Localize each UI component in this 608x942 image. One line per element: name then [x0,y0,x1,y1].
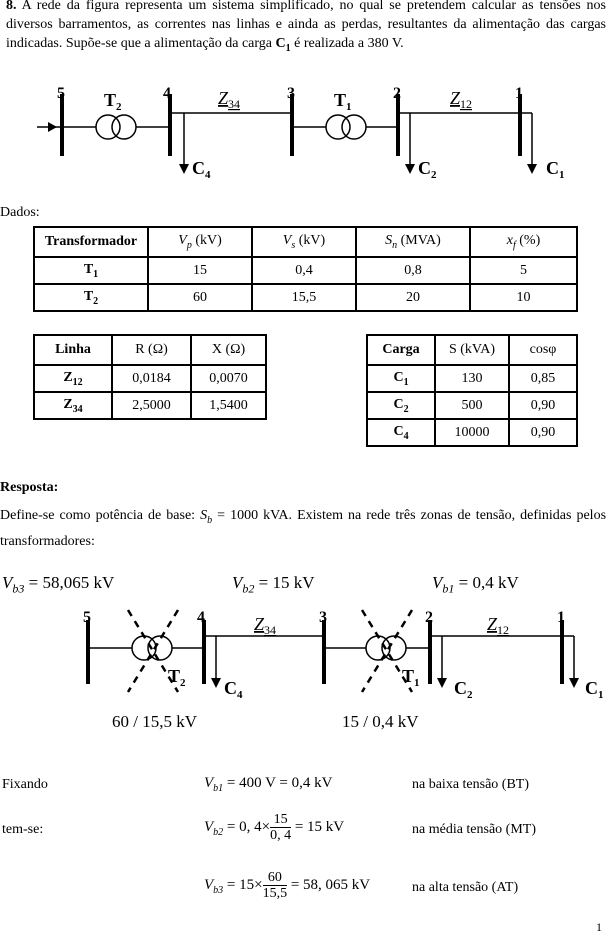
answer-title: Resposta: [0,480,59,495]
c2-label-2: C2 [454,678,473,701]
page-number: 1 [596,920,602,934]
bus-4-label-2: 4 [197,609,205,626]
network-diagram: 5 4 3 2 1 T2 T1 Z34 Z12 C4 C2 C1 [37,85,565,181]
table-row: C4 10000 0,90 [366,418,578,447]
t2-label-2: T2 [168,666,186,689]
bus-1-label-2: 1 [557,609,565,626]
table-row: Z12 0,0184 0,0070 [33,364,267,393]
problem-text-end: é realizada a 380 V. [290,36,404,51]
bus-5-label-2: 5 [83,609,91,626]
t1-label-2: T1 [402,666,420,689]
bt-note: na baixa tensão (BT) [412,777,530,792]
ratio-t1: 15 / 0,4 kV [342,712,419,731]
c4-label: C4 [192,158,211,181]
table-row: C2 500 0,90 [366,391,578,420]
bus-5-label: 5 [57,85,65,102]
zone-vb1: Vb1 = 0,4 kV [432,573,519,596]
transformer-table: Transformador Vp (kV) Vs (kV) Sn (MVA) x… [33,226,578,312]
ratio-t2: 60 / 15,5 kV [112,712,197,731]
bus-1-label: 1 [515,85,523,102]
col-sn: Sn (MVA) [355,226,471,258]
bus-2-label-2: 2 [425,609,433,626]
temse-label: tem-se: [2,822,44,837]
z34-label: Z34 [218,88,240,111]
z12-label: Z12 [450,88,472,111]
c4-label-2: C4 [224,678,243,701]
load-c1-label: C1 [275,36,291,54]
table-row: Z34 2,5000 1,5400 [33,391,267,420]
answer-text: Define-se como potência de base: Sb = 10… [0,508,607,549]
c1-label-2: C1 [585,678,604,701]
col-transformador: Transformador [33,226,149,258]
c2-label: C2 [418,158,437,181]
zone-vb2: Vb2 = 15 kV [232,573,315,596]
load-table: Carga S (kVA) cosφ C1 130 0,85 C2 500 0,… [366,334,578,447]
problem-text: A rede da figura representa um sistema s… [6,0,606,51]
problem-number: 8. [6,0,17,13]
c1-label: C1 [546,158,565,181]
table-header-row: Transformador Vp (kV) Vs (kV) Sn (MVA) x… [33,226,578,258]
bus-2-label: 2 [393,85,401,102]
bus-3-label-2: 3 [319,609,327,626]
t1-label: T1 [334,90,352,113]
mt-note: na média tensão (MT) [412,822,537,837]
bus-3-label: 3 [287,85,295,102]
dados-label: Dados: [0,205,40,220]
line-table: Linha R (Ω) X (Ω) Z12 0,0184 0,0070 Z34 … [33,334,267,420]
at-note: na alta tensão (AT) [412,880,519,895]
problem-statement: 8. A rede da figura representa um sistem… [6,0,606,58]
zone-diagram: 5 4 3 2 1 Z34 Z12 T2 T1 C4 C2 C1 [83,609,604,701]
col-vp: Vp (kV) [147,226,253,258]
col-xf: xf (%) [469,226,578,258]
t2-label: T2 [104,90,122,113]
fixando-label: Fixando [2,777,48,792]
z12-label-2: Z12 [487,614,509,637]
table-row: T1 15 0,4 0,8 5 [33,256,578,285]
zone-vb3: Vb3 = 58,065 kV [2,573,115,596]
col-vs: Vs (kV) [251,226,357,258]
table-row: C1 130 0,85 [366,364,578,393]
bus-4-label: 4 [163,85,171,102]
vb1-equation: Vb1 = 400 V = 0,4 kV [204,775,333,794]
z34-label-2: Z34 [254,614,276,637]
table-row: T2 60 15,5 20 10 [33,283,578,312]
